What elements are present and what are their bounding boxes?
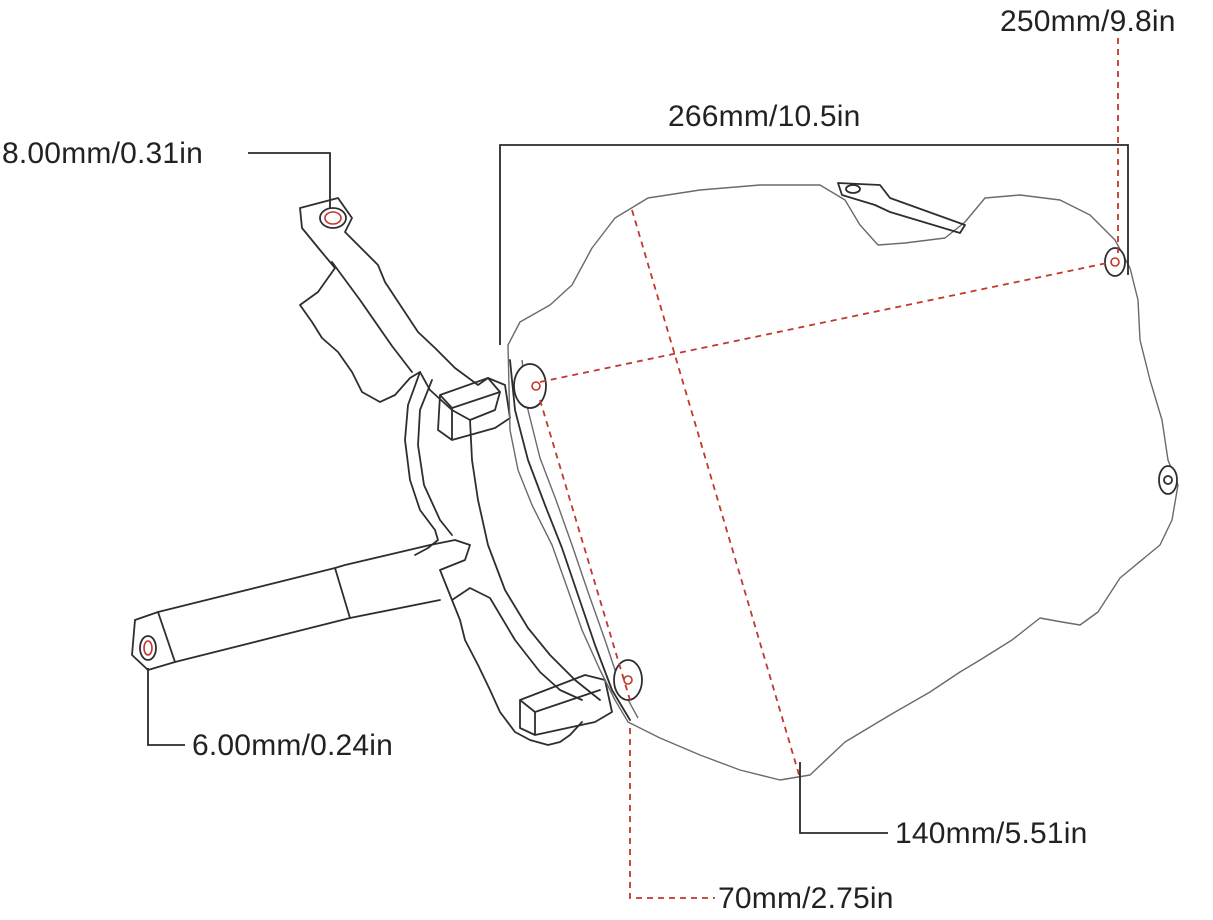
label-bottom-offset: 70mm/2.75in <box>718 882 894 915</box>
upper-mount-block <box>437 377 511 441</box>
dimension-lines <box>147 144 1129 834</box>
left-housing-hole-center <box>531 381 541 391</box>
top-arm-hole <box>319 207 347 229</box>
diagonal-strut-inner <box>469 419 601 701</box>
housing-rim <box>509 359 631 721</box>
label-side-hole: 6.00mm/0.24in <box>192 729 393 762</box>
dashed-guides <box>539 38 1119 899</box>
guide-height-diagonal <box>631 209 801 779</box>
top-tab-hole <box>845 184 861 194</box>
diagonal-strut <box>451 587 583 701</box>
label-height: 140mm/5.51in <box>895 817 1088 850</box>
upper-arm-inner <box>331 261 413 373</box>
mounting-holes <box>139 207 1178 701</box>
top-hole-leader <box>248 152 331 208</box>
guide-bottom-offset <box>629 728 715 899</box>
top-tab <box>837 182 966 234</box>
lower-arm-tip <box>157 611 176 663</box>
lower-arm <box>131 539 583 746</box>
guide-hole-span <box>539 261 1113 383</box>
left-housing-hole <box>513 363 547 409</box>
lower-mount-block <box>519 674 613 736</box>
side-arm-hole-accent <box>143 640 153 656</box>
width-dimension-line <box>499 144 1129 345</box>
guard-housing <box>507 182 1179 781</box>
bottom-housing-hole-center <box>623 675 633 685</box>
side-hole-leader <box>147 668 185 746</box>
dimension-labels: 250mm/9.8in 266mm/10.5in 8.00mm/0.31in 6… <box>2 5 1176 915</box>
bottom-housing-hole <box>613 659 643 701</box>
label-mount-width: 266mm/10.5in <box>668 100 861 133</box>
guide-left-bottom <box>539 399 631 701</box>
upper-arm <box>299 197 501 421</box>
label-top-hole: 8.00mm/0.31in <box>2 137 203 170</box>
right-housing-hole <box>1104 247 1126 277</box>
lower-arm-joint <box>334 567 351 619</box>
vertical-strip-inner <box>417 379 453 536</box>
housing-outline <box>507 184 1179 781</box>
mount-blocks <box>437 377 613 736</box>
bracket-frame <box>131 197 601 746</box>
side-housing-hole-center <box>1163 475 1173 485</box>
label-hole-span: 250mm/9.8in <box>1000 5 1176 38</box>
height-leader <box>799 762 888 834</box>
top-arm-hole-accent <box>324 211 342 225</box>
side-arm-hole <box>139 635 157 661</box>
